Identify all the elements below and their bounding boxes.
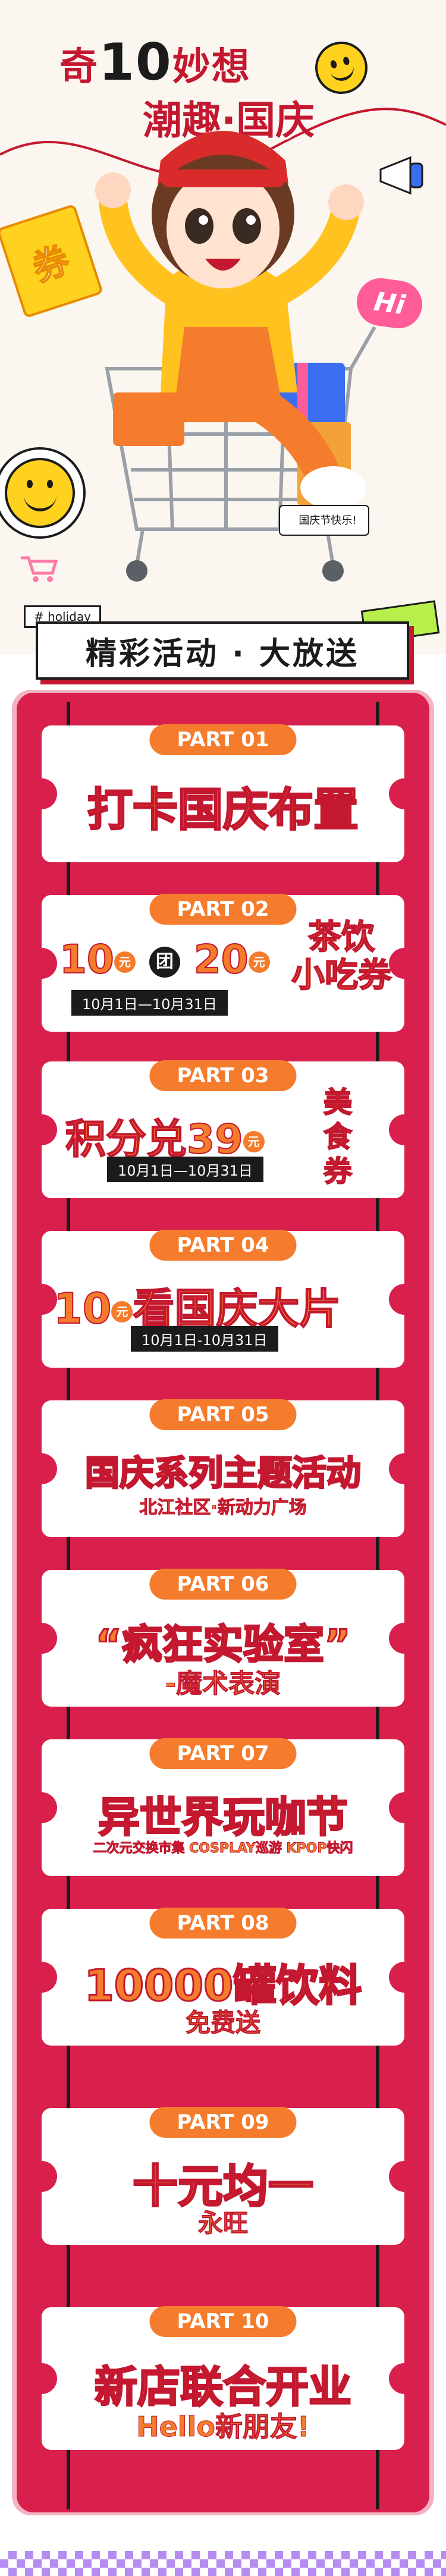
price-a: 10	[59, 936, 115, 983]
part-label: PART 06	[149, 1569, 297, 1600]
megaphone-icon	[375, 155, 434, 196]
yuan-badge: 元	[243, 1131, 265, 1153]
part-label: PART 10	[149, 2306, 297, 2337]
side-top: 美	[323, 1085, 353, 1120]
activity-title: 看国庆大片	[132, 1284, 341, 1334]
part-label: PART 08	[149, 1908, 297, 1939]
side-text: 美 食券	[321, 1085, 354, 1189]
activity-card-10: PART 10 新店联合开业 Hello新朋友!	[26, 2306, 420, 2450]
activity-title: 打卡国庆布置	[87, 783, 360, 837]
activity-title: 异世界玩咖节	[98, 1792, 349, 1843]
activity-subtitle: 北江社区·新动力广场	[139, 1497, 307, 1519]
side-text: 茶饮 小吃券	[291, 918, 392, 995]
activity-title: “疯狂实验室”	[95, 1621, 351, 1670]
price-b: 20	[193, 936, 249, 983]
activity-card-8: PART 08 10000罐饮料 免费送	[26, 1908, 420, 2046]
activity-card-7: PART 07 异世界玩咖节 二次元交换市集 COSPLAY巡游 KPOP快闪	[26, 1738, 420, 1876]
date-range: 10月1日—10月31日	[107, 1157, 263, 1182]
activity-title: 新店联合开业	[93, 2361, 352, 2413]
headline-suffix: 妙想	[172, 45, 251, 89]
part-label: PART 01	[149, 724, 297, 755]
headline-prefix: 奇	[59, 45, 99, 89]
part-label: PART 09	[149, 2107, 297, 2138]
activity-card-1: PART 01 打卡国庆布置	[26, 724, 420, 862]
activity-subtitle: Hello新朋友!	[136, 2411, 310, 2443]
section-subtitle: 精彩活动 · 大放送	[36, 621, 409, 680]
activity-title: 十元均一	[132, 2159, 315, 2214]
sun-smiley-icon	[5, 458, 75, 528]
activity-title: 积分兑39	[65, 1116, 244, 1164]
side-bottom: 食券	[323, 1120, 353, 1189]
activity-card-5: PART 05 国庆系列主题活动 北江社区·新动力广场	[26, 1399, 420, 1537]
date-range: 10月1日-10月31日	[131, 1326, 278, 1352]
holiday-sign-text: 国庆节快乐!	[299, 514, 357, 527]
side-bottom: 小吃券	[291, 956, 392, 995]
part-label: PART 04	[149, 1230, 297, 1261]
shopping-cart-icon	[18, 553, 59, 583]
part-label: PART 03	[149, 1060, 297, 1091]
part-label: PART 05	[149, 1399, 297, 1430]
yuan-badge: 元	[111, 1300, 133, 1322]
activity-subtitle: 二次元交换市集 COSPLAY巡游 KPOP快闪	[93, 1841, 353, 1856]
activity-subtitle: -魔术表演	[165, 1669, 281, 1699]
cartoon-girl-in-cart-illustration	[95, 131, 376, 582]
ticket-char: 券	[27, 238, 75, 290]
hero-banner: 奇10妙想 潮趣·国庆 券 Hi	[0, 0, 446, 654]
yuan-badge-2: 元	[248, 951, 270, 973]
tuan-badge: 团	[149, 946, 180, 978]
yuan-badge: 元	[114, 951, 136, 973]
checkered-footer	[0, 2551, 446, 2576]
activity-card-6: PART 06 “疯狂实验室” -魔术表演	[26, 1569, 420, 1707]
headline-number: 10	[99, 33, 172, 92]
activity-title: 10000罐饮料	[83, 1960, 363, 2012]
activity-card-9: PART 09 十元均一 永旺	[26, 2107, 420, 2245]
price: 10	[53, 1284, 112, 1334]
activity-subtitle: 永旺	[197, 2209, 248, 2238]
date-range: 10月1日—10月31日	[71, 990, 228, 1016]
part-label: PART 07	[149, 1738, 297, 1769]
side-top: 茶饮	[307, 918, 375, 957]
activity-subtitle: 免费送	[185, 2008, 260, 2038]
activity-title: 国庆系列主题活动	[84, 1452, 362, 1494]
part-label: PART 02	[149, 894, 297, 925]
